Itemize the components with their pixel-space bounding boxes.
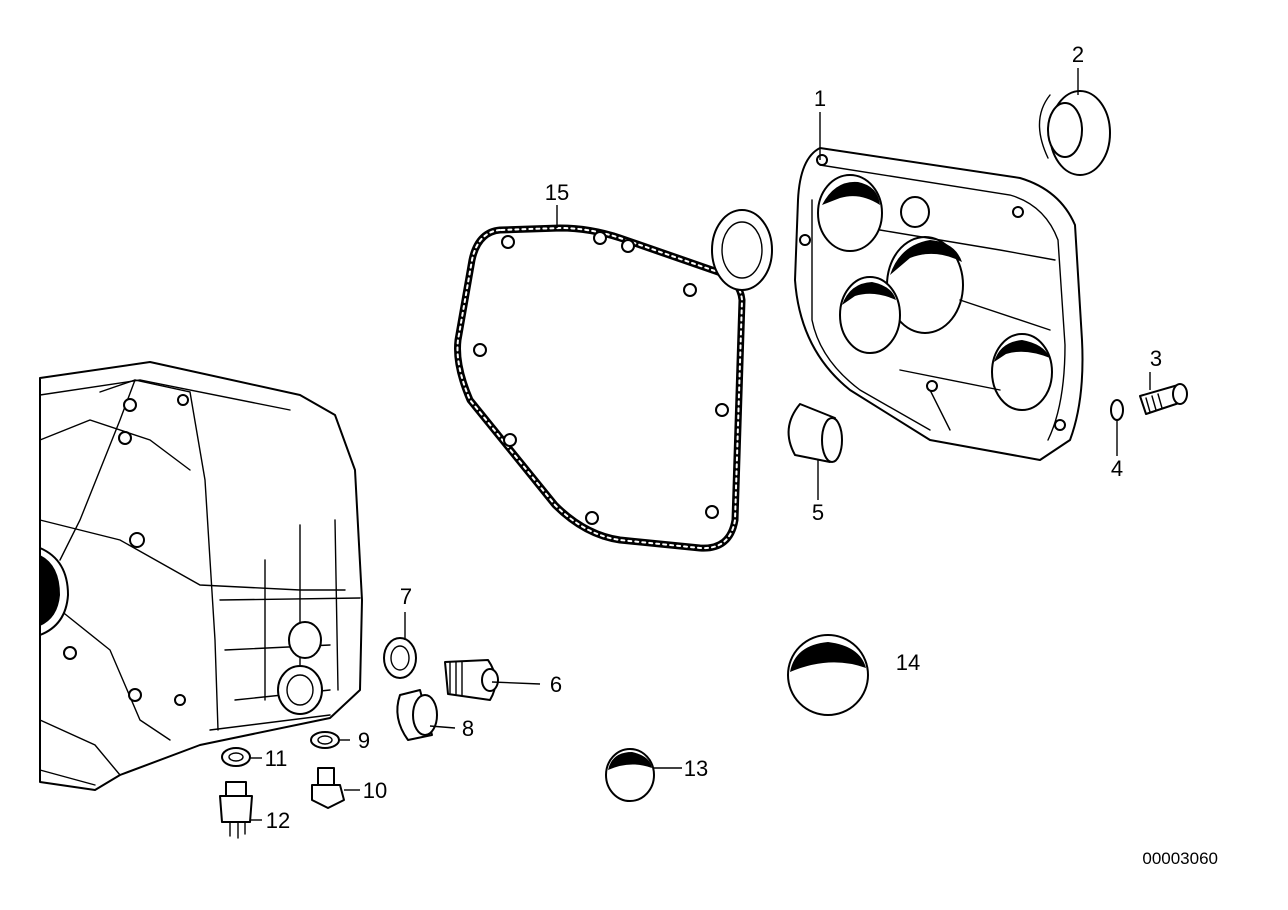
gearbox-cover xyxy=(794,147,1084,461)
callout-13: 13 xyxy=(684,756,708,781)
cap xyxy=(605,748,655,802)
gasket xyxy=(454,224,746,552)
seal-ring xyxy=(711,209,773,291)
callout-4: 4 xyxy=(1111,456,1123,481)
callout-8: 8 xyxy=(462,716,474,741)
callout-3: 3 xyxy=(1150,346,1162,371)
callout-12: 12 xyxy=(266,808,290,833)
callouts: 1 2 3 4 5 6 7 8 9 10 11 12 13 14 15 xyxy=(265,42,1163,833)
washer-sensor xyxy=(221,747,251,767)
shaft-seal xyxy=(1038,90,1111,176)
reference-number: 00003060 xyxy=(1142,849,1218,868)
callout-15: 15 xyxy=(545,180,569,205)
cap-large xyxy=(787,634,869,716)
bushing-small xyxy=(396,689,438,741)
callout-14: 14 xyxy=(896,650,920,675)
callout-2: 2 xyxy=(1072,42,1084,67)
callout-1: 1 xyxy=(814,86,826,111)
switch xyxy=(219,781,253,839)
callout-5: 5 xyxy=(812,500,824,525)
callout-10: 10 xyxy=(363,778,387,803)
leader-lines xyxy=(250,68,1151,821)
ring xyxy=(383,637,417,679)
callout-6: 6 xyxy=(550,672,562,697)
callout-7: 7 xyxy=(400,584,412,609)
bushing xyxy=(787,403,843,463)
callout-9: 9 xyxy=(358,728,370,753)
callout-11: 11 xyxy=(265,746,288,771)
screw xyxy=(1139,383,1188,415)
transmission-housing xyxy=(39,361,363,791)
washer-small xyxy=(310,731,340,749)
plug xyxy=(444,659,499,701)
drain-plug xyxy=(311,767,345,809)
washer xyxy=(1110,399,1124,421)
